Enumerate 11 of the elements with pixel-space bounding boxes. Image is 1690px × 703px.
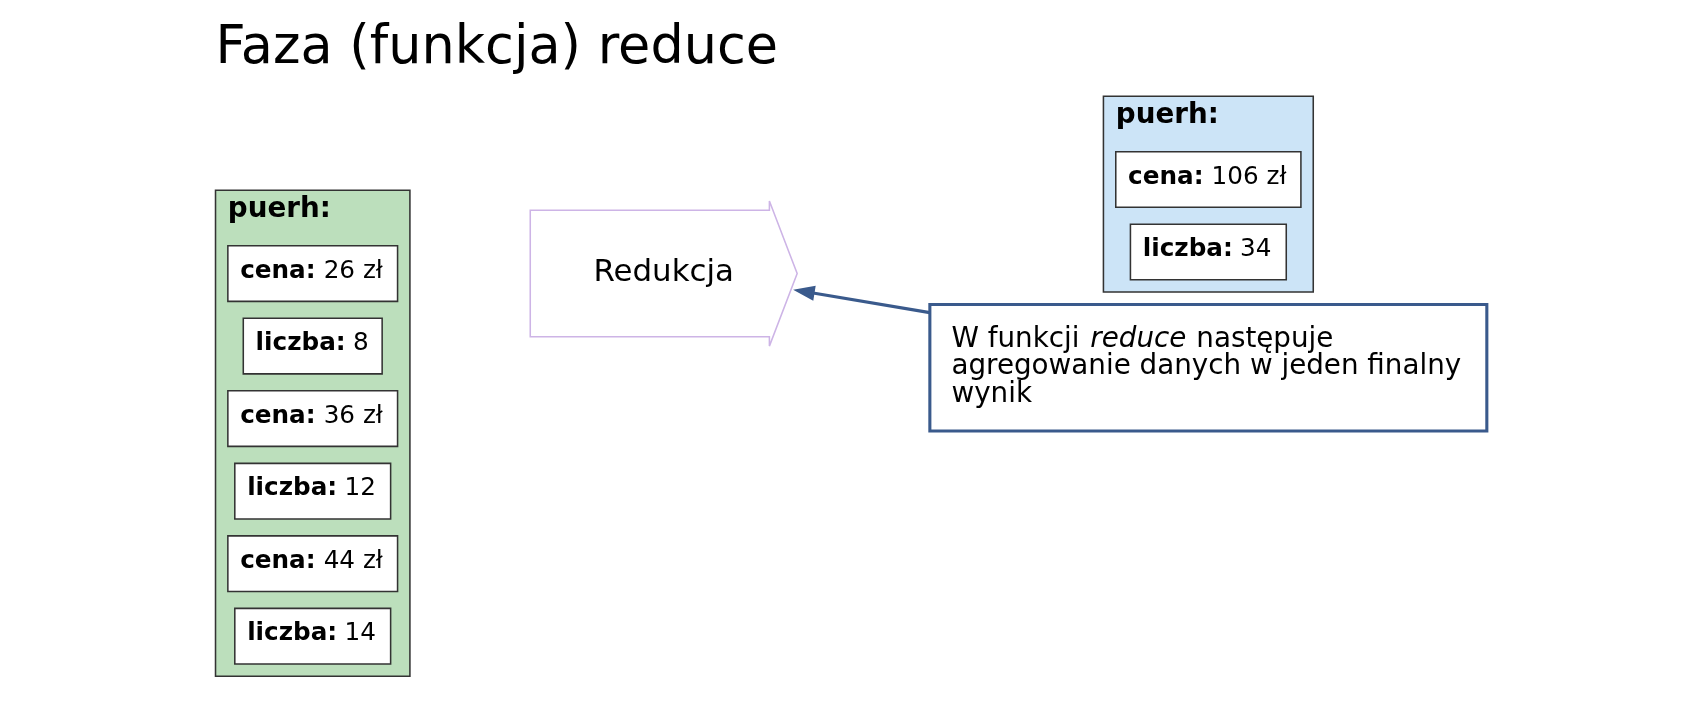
arrow [793,285,931,315]
diagram-title: Faza (funkcja) reduce [215,13,779,75]
node-box: cena: 44 zł [227,535,399,593]
node-box: cena: 36 zł [227,390,399,448]
node-box: liczba: 34 [1129,223,1288,281]
node-box: liczba: 8 [242,317,383,375]
node-box: cena: 26 zł [227,245,399,303]
node-box: W funkcji reduce następuje agregowanie danych w jeden finalny wynik [928,302,1489,433]
node-box: liczba: 14 [234,607,392,665]
node-box: liczba: 12 [234,462,392,520]
node-box: cena: 106 zł [1115,150,1302,208]
